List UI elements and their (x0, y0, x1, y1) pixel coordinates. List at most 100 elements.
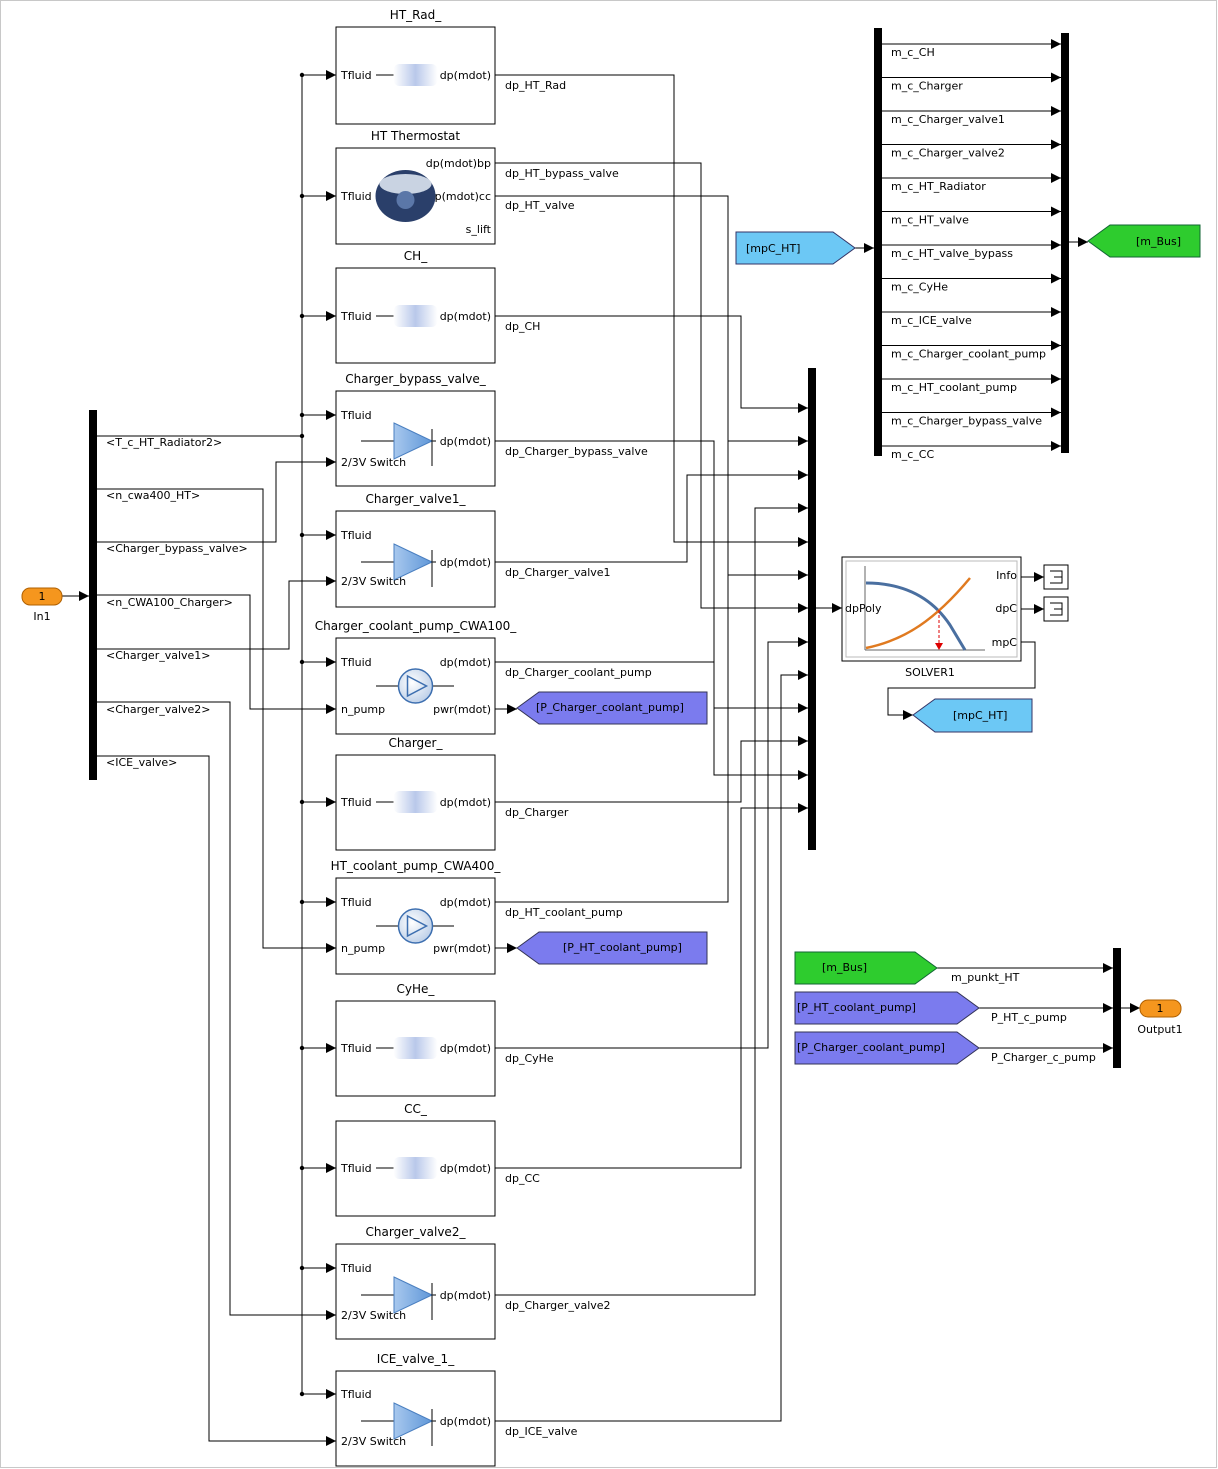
mass-bus-signal-label: m_c_CH (891, 46, 935, 59)
outport-output1[interactable]: 1 Output1 (1137, 999, 1183, 1036)
port-out-label: pwr(mdot) (433, 703, 491, 716)
port-out-label: s_lift (466, 223, 492, 236)
bus-signal-label: <Charger_valve1> (106, 649, 211, 662)
bus-signal-label: <n_CWA100_Charger> (106, 596, 233, 609)
goto-p-charger-coolant-pump[interactable]: [P_Charger_coolant_pump] (516, 691, 708, 725)
block-title: HT_Rad_ (390, 8, 442, 22)
mass-bus-creator[interactable] (1061, 33, 1069, 453)
port-in-label: Tfluid (340, 190, 372, 203)
signal-label: dp_CC (505, 1172, 540, 1185)
goto-m-bus[interactable]: [m_Bus] (1087, 224, 1201, 258)
mass-bus-signal-label: m_c_ICE_valve (891, 314, 972, 327)
port-in-label: n_pump (341, 703, 385, 716)
block-title: Charger_valve1_ (366, 492, 467, 506)
solver-title: SOLVER1 (905, 666, 955, 679)
port-out-label: dp(mdot)cc (428, 190, 491, 203)
signal-wires (62, 39, 1140, 1446)
input-bus-selector[interactable] (89, 410, 97, 780)
solver-inner-frame (845, 560, 1018, 658)
wire-dp-charger (495, 736, 808, 803)
inport-shape (21, 587, 63, 606)
valve-icon (393, 1402, 434, 1440)
block-title: CyHe_ (397, 982, 436, 996)
svg-text:[P_HT_coolant_pump]: [P_HT_coolant_pump] (563, 941, 682, 954)
block-charger-coolant-pump-cwa100[interactable]: Charger_coolant_pump_CWA100_ Tfluid n_pump… (315, 619, 652, 735)
wire-valve2-switch (97, 701, 336, 1320)
svg-text:[mpC_HT]: [mpC_HT] (953, 709, 1007, 722)
inport-number: 1 (39, 590, 46, 603)
solver-block[interactable]: dpPoly Info dpC mpC SOLVER1 (841, 556, 1022, 679)
terminator-info[interactable] (1043, 564, 1069, 590)
port-out-label: dp(mdot) (440, 896, 491, 909)
signal-label: dp_Charger_valve2 (505, 1299, 611, 1312)
bus-signal-label: <Charger_valve2> (106, 703, 211, 716)
block-frame (335, 1370, 496, 1467)
wire-bypass-switch (97, 457, 336, 543)
svg-text:[P_HT_coolant_pump]: [P_HT_coolant_pump] (797, 1001, 916, 1014)
wire-dp-charger-valve2 (495, 503, 808, 1296)
pipe-icon (393, 305, 438, 327)
bus-signal-label: <Charger_bypass_valve> (106, 542, 248, 555)
goto-p-ht-coolant-pump[interactable]: [P_HT_coolant_pump] (516, 931, 708, 965)
port-out-label: dp(mdot) (440, 1415, 491, 1428)
signal-label: dp_Charger_bypass_valve (505, 445, 648, 458)
bus-signal-label: <n_cwa400_HT> (106, 489, 200, 502)
wire-dp-ch (495, 315, 808, 413)
signal-label: dp_CyHe (505, 1052, 554, 1065)
signal-label: dp_CH (505, 320, 540, 333)
block-ht-coolant-pump-cwa400[interactable]: HT_coolant_pump_CWA400_Tfluidn_pumpdp(md… (331, 859, 623, 975)
signal-m-punkt-ht: m_punkt_HT (951, 971, 1020, 984)
from-p-ht-coolant-pump[interactable]: [P_HT_coolant_pump] (794, 991, 980, 1025)
signal-p-charger-c-pump: P_Charger_c_pump (991, 1051, 1096, 1064)
from-m-bus[interactable]: [m_Bus] (794, 951, 938, 985)
port-in-label: n_pump (341, 942, 385, 955)
inport-label: In1 (33, 610, 50, 623)
outport-number: 1 (1157, 1002, 1164, 1015)
solver-port-in: dpPoly (845, 602, 882, 615)
port-out-label: pwr(mdot) (433, 942, 491, 955)
block-title: Charger_coolant_pump_CWA100_ (315, 619, 518, 633)
dp-mux[interactable] (808, 368, 816, 850)
wire-ice-switch (97, 755, 336, 1446)
goto-mpc-ht[interactable]: [mpC_HT] (912, 698, 1033, 733)
wire-dp-ht-rad (495, 74, 808, 547)
output-bus-creator[interactable] (1113, 948, 1121, 1068)
port-out-label: dp(mdot) (440, 1289, 491, 1302)
pipe-icon (393, 1157, 438, 1179)
wire-dp-ht-bypass (495, 162, 808, 613)
port-in-label: Tfluid (340, 529, 372, 542)
valve-icon (393, 1276, 434, 1314)
terminator-dpc[interactable] (1043, 596, 1069, 622)
solver-port-info: Info (996, 569, 1017, 582)
from-p-charger-coolant-pump[interactable]: [P_Charger_coolant_pump] (794, 1031, 980, 1065)
mass-bus-signal-label: m_c_CC (891, 448, 934, 461)
wire-mpc (887, 641, 1036, 720)
inport-in1[interactable]: 1 In1 (21, 587, 63, 623)
wire-n-cwa400 (97, 488, 336, 953)
block-ht-thermostat[interactable]: HT ThermostatTfluiddp(mdot)bpdp(mdot)ccs… (335, 129, 619, 245)
from-mpc-ht[interactable]: [mpC_HT] (735, 231, 856, 265)
valve-icon (393, 543, 434, 581)
port-out-label: dp(mdot) (440, 796, 491, 809)
block-title: HT_coolant_pump_CWA400_ (331, 859, 502, 873)
svg-text:[m_Bus]: [m_Bus] (822, 961, 867, 974)
block-title: Charger_bypass_valve_ (345, 372, 486, 386)
block-title: Charger_valve2_ (366, 1225, 467, 1239)
port-in-label: Tfluid (340, 656, 372, 669)
mass-bus-signal-label: m_c_HT_valve (891, 214, 969, 227)
block-title: CC_ (404, 1102, 428, 1116)
solver-frame (841, 556, 1022, 662)
wire-dp-cc (495, 803, 808, 1169)
block-title: Charger_ (389, 736, 444, 750)
mass-bus-signal-label: m_c_HT_valve_bypass (891, 247, 1013, 260)
